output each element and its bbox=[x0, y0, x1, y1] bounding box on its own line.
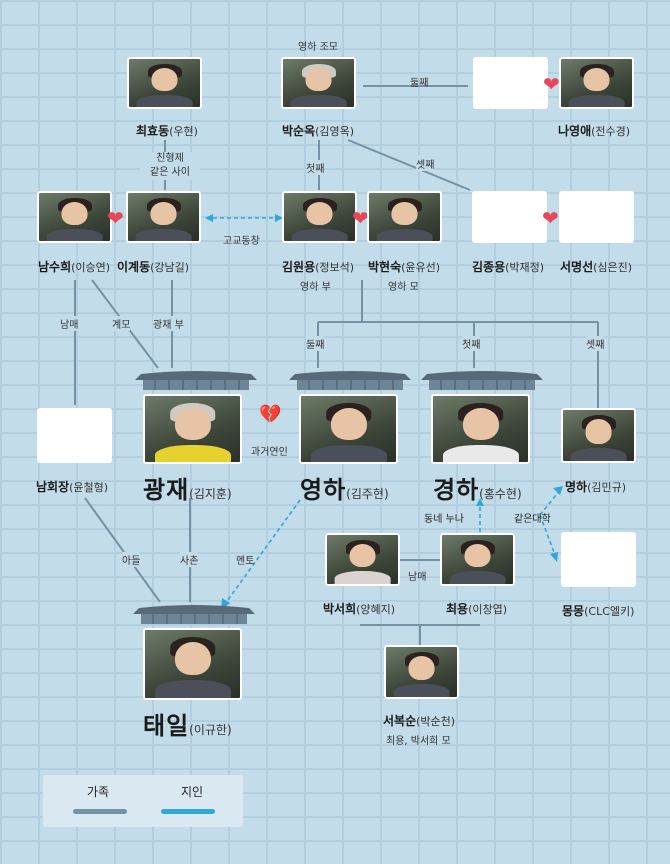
legend-family-label: 가족 bbox=[87, 785, 110, 799]
line-youngha-taeil bbox=[224, 499, 301, 605]
relation-third-child: 셋째 bbox=[586, 336, 605, 351]
park-seohee-name: 박서희(양혜지) bbox=[323, 602, 396, 616]
relation-siblings-2: 남매 bbox=[408, 572, 427, 583]
seo-boksun-note: 최용, 박서희 모 bbox=[386, 736, 451, 747]
lee-gyedong-name: 이계동(강남길) bbox=[117, 260, 190, 274]
gwangjae-name: 광재(김지훈) bbox=[143, 476, 232, 504]
relation-son: 아들 bbox=[122, 552, 141, 567]
na-youngae-photo bbox=[559, 57, 634, 109]
nam-suhee-photo bbox=[37, 191, 112, 243]
relation-same-univ: 같은대학 bbox=[514, 514, 551, 525]
relation-first-daughter: 첫째 bbox=[462, 336, 481, 351]
line-sunok-jongyong bbox=[347, 139, 471, 191]
relation-gwangjae-father: 광재 부 bbox=[153, 316, 184, 331]
relation-ex-lover: 과거연인 bbox=[251, 447, 288, 458]
gwangjae-photo bbox=[143, 394, 242, 464]
park-hyunsuk-name: 박현숙(윤유선) bbox=[368, 260, 441, 274]
broken-heart-icon: 💔 bbox=[259, 404, 282, 425]
youngha-mother-label: 영하 모 bbox=[388, 282, 419, 293]
blank-photo-1 bbox=[473, 57, 548, 109]
choi-yong-name: 최용(이창엽) bbox=[446, 602, 508, 616]
roof-icon bbox=[133, 605, 255, 624]
youngha-photo bbox=[299, 394, 398, 464]
blank-photo-2 bbox=[472, 191, 547, 243]
line-hoejang-taeil bbox=[84, 497, 161, 603]
relation-second: 둘째 bbox=[410, 78, 429, 89]
park-hyunsuk-photo bbox=[367, 191, 442, 243]
nam-hoejang-name: 남회장(윤철형) bbox=[36, 480, 109, 494]
relation-high-school: 고교동창 bbox=[223, 236, 260, 247]
kim-wonyong-photo bbox=[282, 191, 357, 243]
park-seohee-photo bbox=[325, 533, 400, 586]
blank-photo-5 bbox=[561, 532, 636, 587]
roof-icon bbox=[289, 371, 411, 390]
heart-icon: ❤ bbox=[543, 72, 560, 96]
grandmother-label: 영하 조모 bbox=[298, 42, 338, 53]
legend-family-swatch bbox=[73, 809, 127, 814]
seo-myungsun-name: 서명선(심은진) bbox=[560, 260, 633, 274]
relation-boss: 사촌 bbox=[180, 552, 199, 567]
relation-second-daughter: 둘째 bbox=[306, 336, 325, 351]
relation-mentor: 멘토 bbox=[236, 556, 255, 567]
park-sunok-photo bbox=[281, 57, 356, 109]
kim-jongyong-name: 김종용(박재정) bbox=[472, 260, 545, 274]
seo-boksun-photo bbox=[384, 645, 459, 699]
kim-wonyong-name: 김원용(정보석) bbox=[282, 260, 355, 274]
myungha-photo bbox=[561, 408, 636, 463]
youngha-father-label: 영하 부 bbox=[300, 282, 331, 293]
legend-acquaintance-swatch bbox=[161, 809, 215, 814]
relation-first-son: 첫째 bbox=[306, 160, 325, 175]
choi-yong-photo bbox=[440, 533, 515, 586]
choi-hyodong-name: 최효동(우현) bbox=[136, 124, 198, 138]
park-sunok-name: 박순옥(김영옥) bbox=[282, 124, 355, 138]
heart-icon: ❤ bbox=[107, 206, 124, 230]
myungha-name: 명하(김민규) bbox=[565, 480, 627, 494]
roof-icon bbox=[135, 371, 257, 390]
mongmong-name: 몽몽(CLC엘키) bbox=[562, 604, 635, 618]
legend: 가족 지인 bbox=[43, 775, 243, 827]
blank-photo-3 bbox=[559, 191, 634, 243]
kyungha-name: 경하(홍수현) bbox=[433, 476, 522, 504]
relation-siblings-1: 남매 bbox=[60, 316, 79, 331]
youngha-name: 영하(김주현) bbox=[300, 476, 389, 504]
legend-acquaintance-label: 지인 bbox=[181, 785, 204, 799]
na-youngae-name: 나영애(전수경) bbox=[558, 124, 631, 138]
choi-hyodong-photo bbox=[127, 57, 202, 109]
heart-icon: ❤ bbox=[352, 206, 369, 230]
nam-suhee-name: 남수희(이승연) bbox=[38, 260, 111, 274]
seo-boksun-name: 서복순(박순천) bbox=[383, 714, 456, 728]
taeil-photo bbox=[143, 628, 242, 700]
taeil-name: 태일(이규한) bbox=[143, 712, 232, 740]
heart-icon: ❤ bbox=[542, 206, 559, 230]
relation-neighbor-sister: 동네 누나 bbox=[424, 514, 464, 525]
relation-sworn-brothers: 친형제 같은 사이 bbox=[140, 152, 200, 180]
line-myungha-mongmong bbox=[539, 514, 556, 556]
roof-icon bbox=[421, 371, 543, 390]
line-myungha-branch bbox=[539, 489, 561, 516]
lee-gyedong-photo bbox=[126, 191, 201, 243]
relation-third-son: 셋째 bbox=[416, 156, 435, 171]
blank-photo-4 bbox=[37, 408, 112, 463]
kyungha-photo bbox=[431, 394, 530, 464]
relation-stepmother: 계모 bbox=[112, 316, 131, 331]
